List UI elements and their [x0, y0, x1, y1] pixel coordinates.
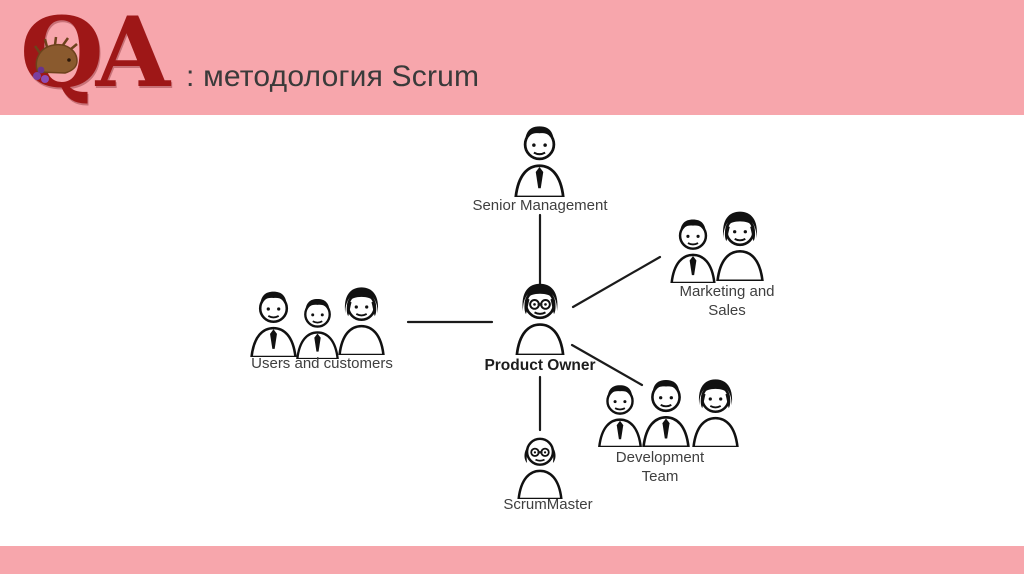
connector-po-marketing [571, 255, 662, 309]
marketing-sales-label: Marketing and Sales [679, 283, 775, 319]
product-owner-figure [515, 282, 565, 355]
dev-team-figure-1 [598, 384, 642, 447]
qa-logo: QA [20, 2, 190, 112]
users-figure-1 [250, 290, 297, 357]
header-banner: QA : методология Scrum [0, 0, 1024, 115]
development-team-label: Development Team [615, 449, 705, 485]
users-figure-2 [296, 297, 339, 359]
marketing-figure-2 [716, 210, 764, 281]
marketing-figure-1 [670, 218, 716, 283]
footer-bar [0, 546, 1024, 574]
qa-logo-text: QA [20, 0, 170, 109]
scrum-master-figure [517, 437, 563, 499]
scrum-diagram: Senior Management Marketing and Sales Us… [0, 115, 1024, 546]
dev-team-figure-3 [692, 378, 739, 447]
connector-po-dev [570, 343, 644, 387]
product-owner-label: Product Owner [484, 357, 596, 374]
senior-management-figure [514, 125, 565, 197]
users-customers-label: Users and customers [251, 355, 393, 372]
scrum-master-label: ScrumMaster [503, 496, 593, 513]
users-figure-3 [338, 286, 385, 355]
dev-team-figure-2 [642, 378, 690, 447]
diagram-canvas [250, 125, 764, 499]
slide-title: : методология Scrum [186, 60, 480, 93]
senior-management-label: Senior Management [472, 197, 608, 214]
